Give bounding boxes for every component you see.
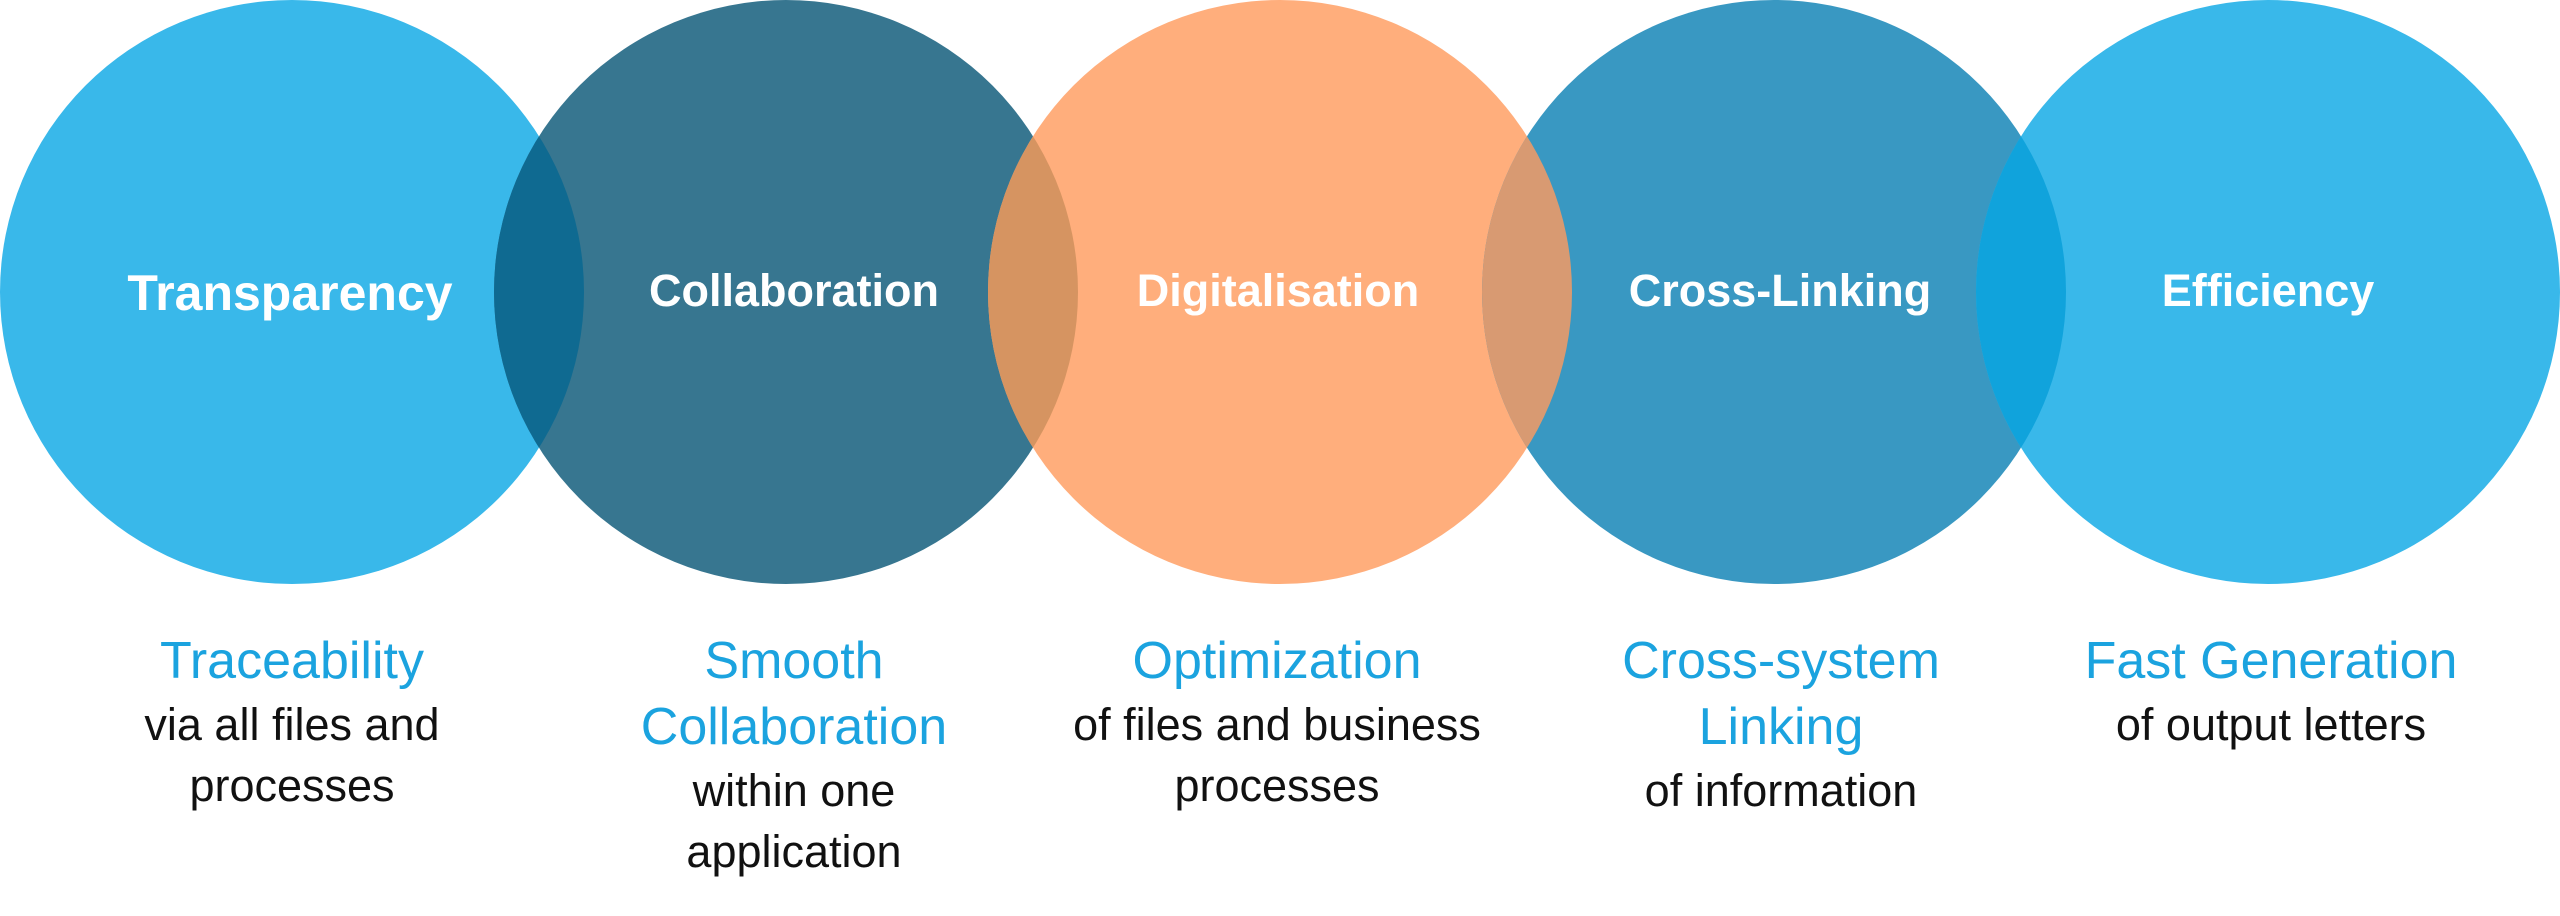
caption-text: of output letters [2115,699,2427,750]
caption-optimization: Optimization of files and business proce… [1057,628,1497,816]
circle-transparency [0,0,584,584]
caption-text: via all files and processes [144,699,440,811]
caption-smooth-collaboration: Smooth Collaboration within one applicat… [574,628,1014,882]
circle-collaboration [494,0,1078,584]
circle-label-transparency: Transparency [127,265,452,321]
caption-heading: Fast Generation [2084,632,2458,690]
caption-text: of files and business processes [1073,699,1481,811]
caption-cross-system-linking: Cross-system Linking of information [1561,628,2001,821]
circle-label-cross-linking: Cross-Linking [1629,265,1932,316]
circle-efficiency [1976,0,2560,584]
circle-label-efficiency: Efficiency [2162,265,2375,316]
caption-heading: Cross-system Linking [1622,632,1940,756]
caption-row: Traceability via all files and processes… [0,628,2560,888]
circle-cross-linking [1482,0,2066,584]
circle-label-digitalisation: Digitalisation [1137,265,1420,316]
caption-traceability: Traceability via all files and processes [72,628,512,816]
caption-heading: Optimization [1132,632,1422,690]
caption-heading: Smooth Collaboration [640,632,948,756]
caption-text: within one application [686,765,902,877]
caption-fast-generation: Fast Generation of output letters [2051,628,2491,755]
caption-heading: Traceability [160,632,424,690]
circle-digitalisation [988,0,1572,584]
caption-text: of information [1644,765,1918,816]
circle-label-collaboration: Collaboration [649,265,939,316]
